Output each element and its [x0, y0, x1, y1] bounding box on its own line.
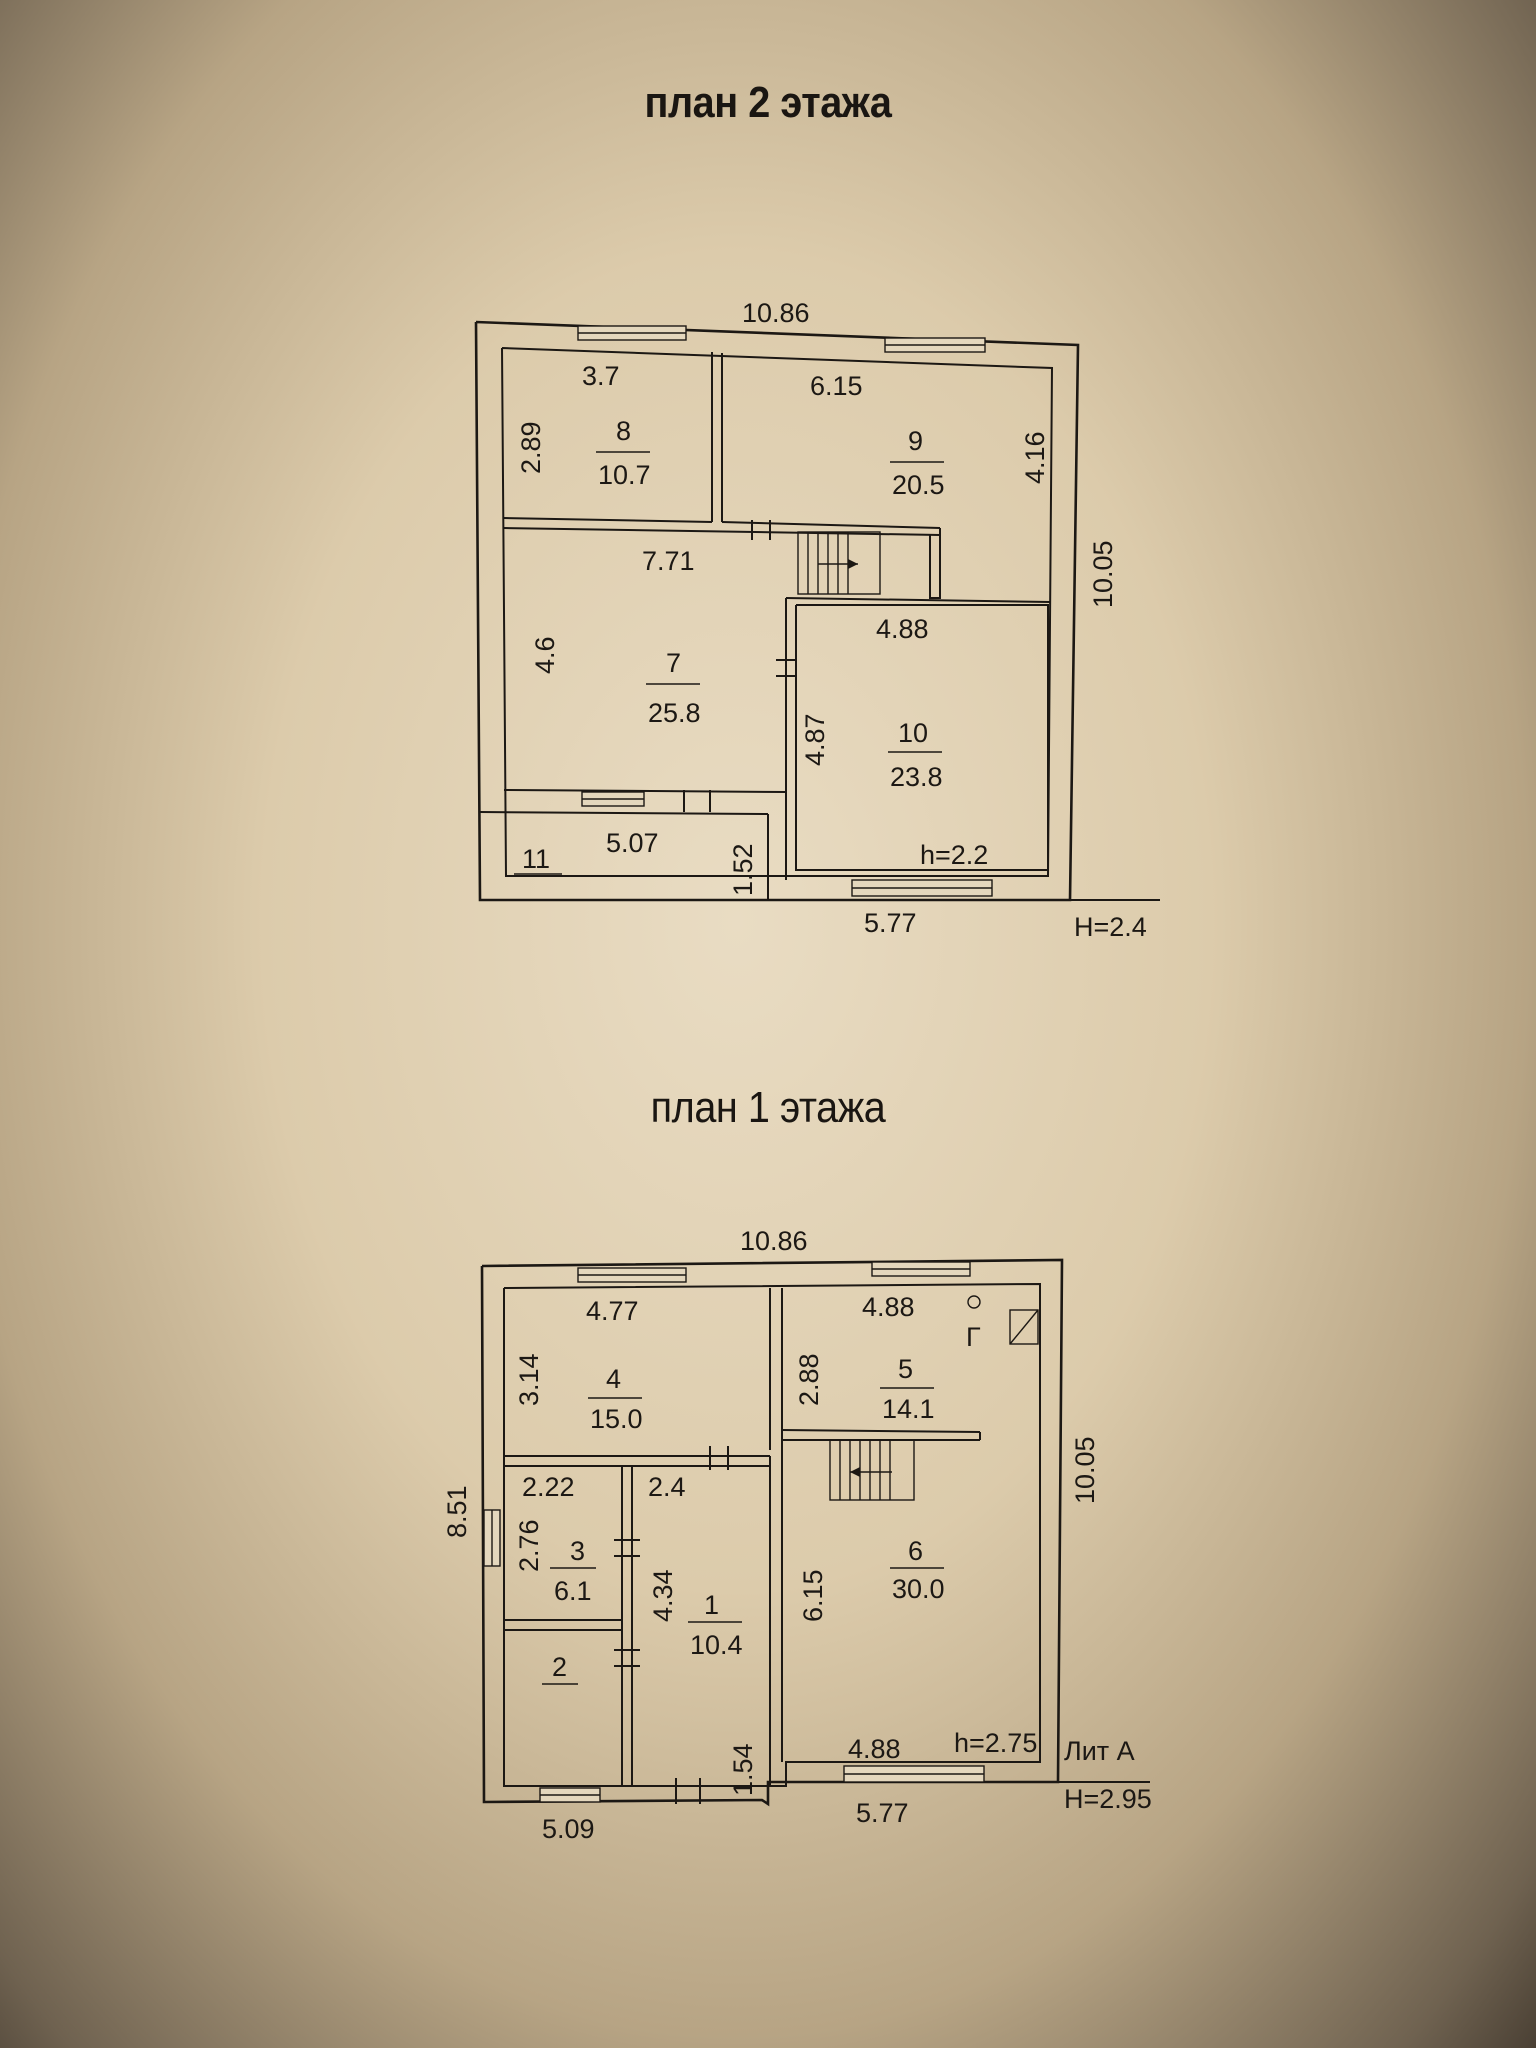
floor2-room10-width: 4.88	[876, 614, 929, 644]
floor1-room6-area: 30.0	[892, 1574, 945, 1604]
floor1-room3-area: 6.1	[554, 1576, 592, 1606]
floor1-room4-number: 4	[606, 1364, 621, 1394]
floor2-room7-number: 7	[666, 648, 681, 678]
floor1-overall-width: 10.86	[740, 1226, 808, 1256]
floor1-room4-width: 4.77	[586, 1296, 639, 1326]
floor2-room7-area: 25.8	[648, 698, 701, 728]
floor1-room6-depth: 6.15	[798, 1569, 828, 1622]
floor1-room1-depth: 4.34	[648, 1569, 678, 1622]
floor2-stair-wall	[929, 528, 941, 599]
floor1-room6-number: 6	[908, 1536, 923, 1566]
floor1-room5-area: 14.1	[882, 1394, 935, 1424]
floor2-overall-width: 10.86	[742, 298, 810, 328]
floor1-room3-depth: 2.76	[514, 1519, 544, 1572]
floor1-wall-5-6	[781, 1429, 981, 1433]
floor2-room10-outer-width: 5.77	[864, 908, 917, 938]
floor1-step-depth: 1.54	[728, 1743, 758, 1796]
floor2-room9-area: 20.5	[892, 470, 945, 500]
floor1-boiler-circle	[967, 1295, 981, 1309]
floor2-room8-width: 3.7	[582, 361, 620, 391]
floor2-title: план 2 этажа	[644, 78, 892, 127]
floor2-inner-wall	[501, 347, 1054, 877]
floor2-room11-number: 11	[522, 844, 550, 874]
floor1-room5-width: 4.88	[862, 1292, 915, 1322]
floor1-room6-height: h=2.75	[954, 1728, 1037, 1758]
floor2-room10-depth: 4.87	[800, 713, 830, 766]
floor2-room8-area: 10.7	[598, 460, 651, 490]
floor1-room4-area: 15.0	[590, 1404, 643, 1434]
floor2-room9-depth: 4.16	[1020, 431, 1050, 484]
floor1-room1-width: 2.4	[648, 1472, 686, 1502]
floor1-room5-number: 5	[898, 1354, 913, 1384]
floor1-room3-number: 3	[570, 1536, 585, 1566]
floor2-room9-number: 9	[908, 426, 923, 456]
floor1-room2-number: 2	[552, 1652, 567, 1682]
floor1-room4-depth: 3.14	[514, 1353, 544, 1406]
floor2-wall-7-bottom	[503, 789, 787, 793]
floor2-room10-box	[795, 604, 1049, 871]
floor1-stairs	[829, 1439, 915, 1501]
floor2-room9-width: 6.15	[810, 371, 863, 401]
floor1-room5-depth: 2.88	[794, 1353, 824, 1406]
floor2-wall-9-10	[785, 597, 1051, 603]
floor2-room8-depth: 2.89	[516, 421, 546, 474]
floor2-stairs	[797, 531, 881, 595]
floor2-room7-width: 7.71	[642, 546, 695, 576]
floor1-title: план 1 этажа	[650, 1083, 886, 1132]
floor1-room1-number: 1	[704, 1590, 719, 1620]
floor2-room11-width: 5.07	[606, 828, 659, 858]
floor1-room6-width: 4.88	[848, 1734, 901, 1764]
floor2-room10-area: 23.8	[890, 762, 943, 792]
floor2-wall-8-bottom	[503, 517, 713, 523]
floor1-boiler	[1009, 1309, 1039, 1345]
floor1-room6-outer-width: 5.77	[856, 1798, 909, 1828]
floor2-room8-number: 8	[616, 416, 631, 446]
floor2-room10-number: 10	[898, 718, 928, 748]
floor2-overall-depth: 10.05	[1088, 540, 1118, 608]
floor2-room11-depth: 1.52	[728, 843, 758, 896]
floor1-height: H=2.95	[1064, 1784, 1152, 1814]
floor1-overall-depth: 10.05	[1070, 1436, 1100, 1504]
floor1-boiler-mark: Г	[966, 1322, 981, 1352]
floor2-wall-11-top	[479, 811, 769, 815]
floor2-room7-depth: 4.6	[530, 636, 560, 674]
floor2-wall-7-top	[503, 527, 941, 536]
floor2-room10-height: h=2.2	[920, 840, 988, 870]
floor2-wall-9-bottom	[721, 521, 941, 529]
floor1-left-depth: 8.51	[442, 1485, 472, 1538]
floor2-height: H=2.4	[1074, 912, 1147, 942]
floor1-room1-area: 10.4	[690, 1630, 743, 1660]
floor1-outer-wall	[480, 1258, 1064, 1807]
floor1-inner-wall	[503, 1282, 1041, 1787]
floor1-room3-width: 2.22	[522, 1472, 575, 1502]
floor1-lit: Лит А	[1064, 1736, 1135, 1766]
floor1-bottom-left-width: 5.09	[542, 1814, 595, 1844]
